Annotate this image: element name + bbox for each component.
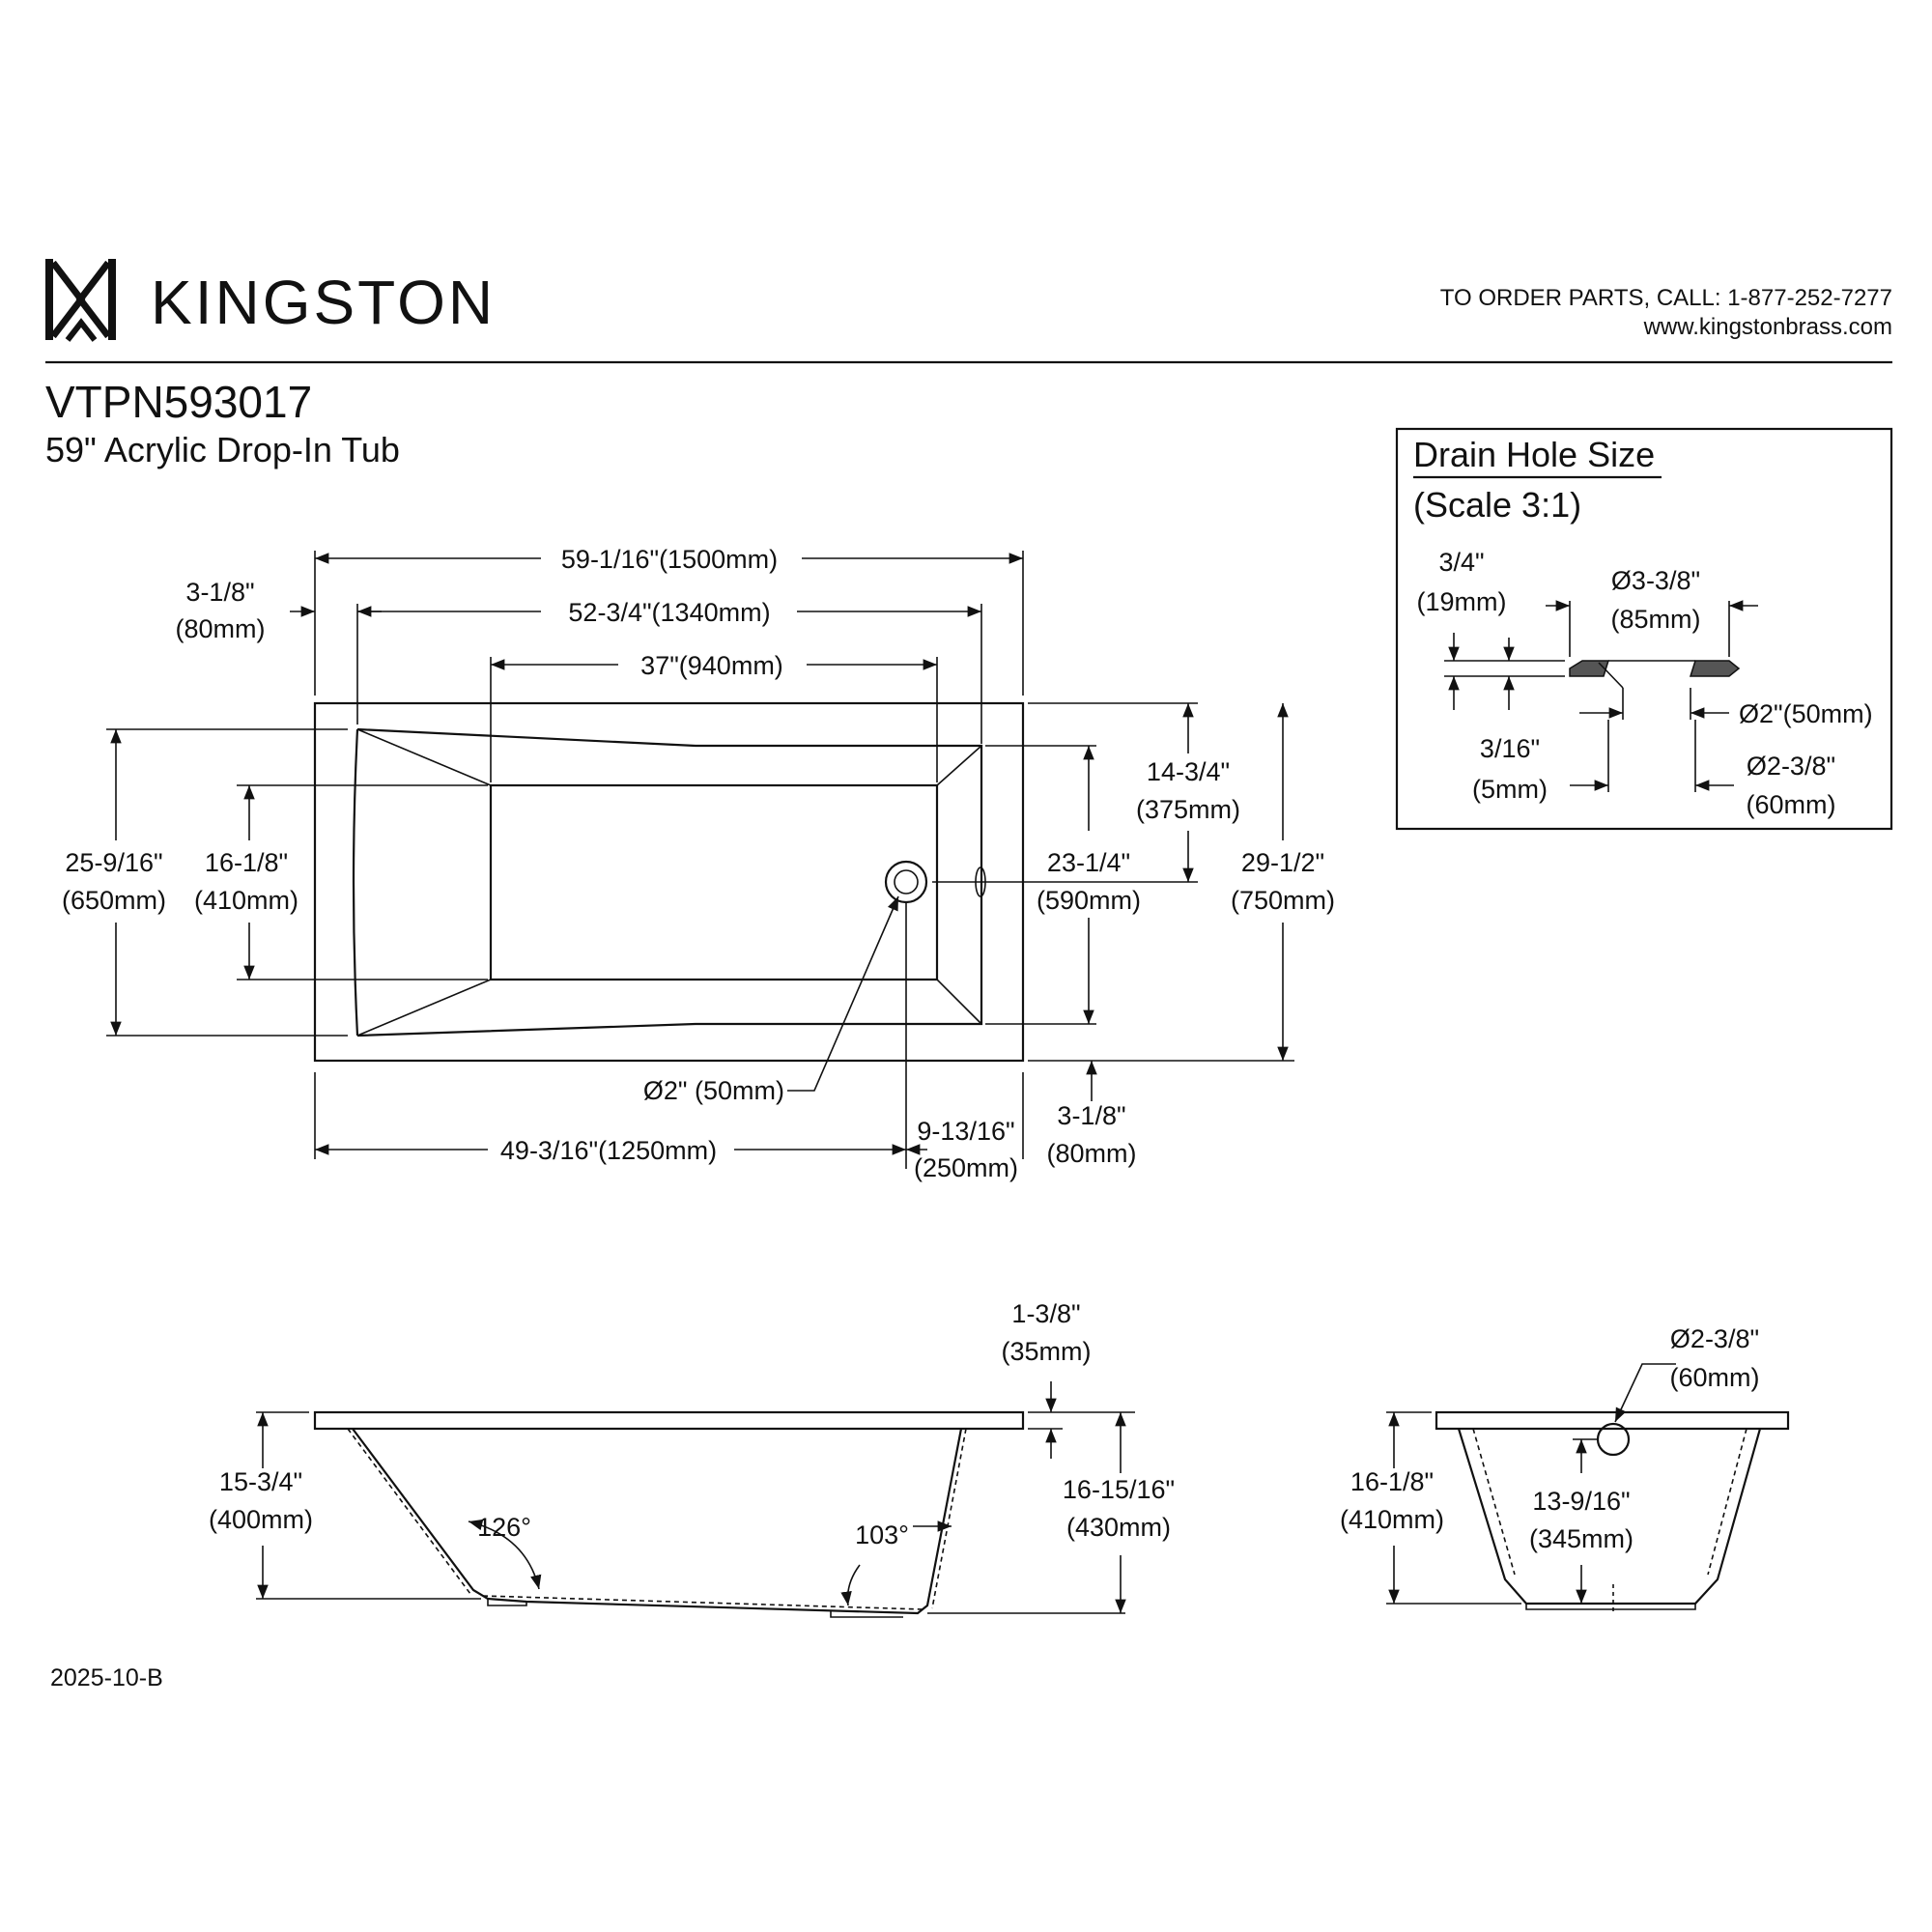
kingston-logo-icon (45, 259, 116, 342)
revision-code: 2025-10-B (50, 1664, 163, 1691)
dim-drain-end-in: 9-13/16" (917, 1117, 1014, 1146)
model-number: VTPN593017 (45, 377, 312, 427)
dim-inner-depth-mm: (400mm) (209, 1505, 313, 1534)
dim-rim-left-in: 3-1/8" (185, 578, 254, 607)
dim-outer-width-mm: (650mm) (62, 886, 166, 915)
dim-outer-depth-in: 16-15/16" (1063, 1475, 1175, 1504)
dim-inner-depth-in: 15-3/4" (219, 1467, 302, 1496)
drain-d5-mm: (60mm) (1747, 790, 1836, 819)
dim-inner-length: 52-3/4"(1340mm) (568, 598, 770, 627)
dim-total-width-in: 29-1/2" (1241, 848, 1324, 877)
dim-inner-width-mm: (590mm) (1037, 886, 1141, 915)
drain-box-title: Drain Hole Size (1413, 435, 1655, 474)
top-view-drawing: 59-1/16"(1500mm) 52-3/4"(1340mm) 37"(940… (62, 545, 1335, 1182)
drain-hole-detail: Drain Hole Size (Scale 3:1) 3/4" (19mm) … (1395, 427, 1893, 831)
dim-outer-depth-mm: (430mm) (1066, 1513, 1171, 1542)
dim-drain-offset-mm: (375mm) (1136, 795, 1240, 824)
drain-d4-in: 3/16" (1480, 734, 1540, 763)
website-link[interactable]: www.kingstonbrass.com (1643, 314, 1892, 340)
dim-outer-width-in: 25-9/16" (65, 848, 162, 877)
dim-rim-bottom-in: 3-1/8" (1057, 1101, 1125, 1130)
angle-right: 103° (855, 1520, 909, 1549)
dim-drain-end-mm: (250mm) (914, 1153, 1018, 1182)
order-parts-line: TO ORDER PARTS, CALL: 1-877-252-7277 (1440, 285, 1892, 311)
dim-overflow-mm: (60mm) (1670, 1363, 1760, 1392)
dim-overall-length: 59-1/16"(1500mm) (561, 545, 778, 574)
dim-overflow-height-in: 13-9/16" (1532, 1487, 1630, 1516)
drain-d5-in: Ø2-3/8" (1747, 752, 1835, 781)
dim-floor-length: 37"(940mm) (640, 651, 783, 680)
brand-name: KINGSTON (151, 268, 496, 337)
product-description: 59" Acrylic Drop-In Tub (45, 430, 400, 469)
dim-total-width-mm: (750mm) (1231, 886, 1335, 915)
dim-overflow-in: Ø2-3/8" (1670, 1324, 1759, 1353)
end-view-drawing: Ø2-3/8" (60mm) 16-1/8" (410mm) 13-9/16" … (1340, 1324, 1790, 1615)
dim-side-rim-mm: (35mm) (1002, 1337, 1092, 1366)
dim-inner-width-in: 23-1/4" (1047, 848, 1130, 877)
angle-left: 126° (477, 1513, 531, 1542)
dim-drain-position: 49-3/16"(1250mm) (500, 1136, 717, 1165)
dim-side-rim-in: 1-3/8" (1011, 1299, 1080, 1328)
side-view-drawing: 1-3/8" (35mm) 15-3/4" (400mm) 16-15/16" … (209, 1299, 1175, 1618)
drain-d4-mm: (5mm) (1472, 775, 1548, 804)
dim-end-depth-in: 16-1/8" (1350, 1467, 1434, 1496)
drain-d2-mm: (85mm) (1611, 605, 1701, 634)
dim-overflow-height-mm: (345mm) (1529, 1524, 1634, 1553)
dim-end-depth-mm: (410mm) (1340, 1505, 1444, 1534)
drain-d1-in: 3/4" (1438, 548, 1484, 577)
dim-rim-bottom-mm: (80mm) (1047, 1139, 1137, 1168)
drain-d1-mm: (19mm) (1417, 587, 1507, 616)
drain-d3: Ø2"(50mm) (1739, 699, 1873, 728)
drain-d2-in: Ø3-3/8" (1611, 566, 1700, 595)
dim-floor-width-mm: (410mm) (194, 886, 298, 915)
drain-circle-icon (884, 860, 928, 904)
dim-drain-dia: Ø2" (50mm) (643, 1076, 784, 1105)
dim-floor-width-in: 16-1/8" (205, 848, 288, 877)
dim-drain-offset-in: 14-3/4" (1147, 757, 1230, 786)
dim-rim-left-mm: (80mm) (176, 614, 266, 643)
drain-box-scale: (Scale 3:1) (1413, 485, 1581, 525)
